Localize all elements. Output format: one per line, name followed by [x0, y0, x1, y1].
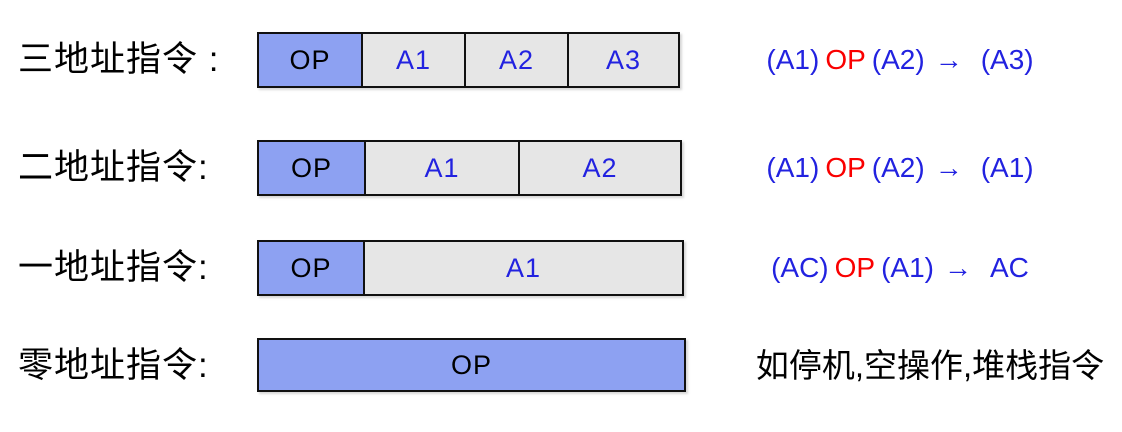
address-field-a1: A1: [364, 140, 520, 196]
address-field-a1: A1: [361, 32, 466, 88]
operation-formula: (A1)OP(A2)→(A1): [700, 140, 1100, 196]
formula-op: OP: [825, 152, 866, 183]
formula-operand-2: (A2): [871, 44, 925, 75]
instruction-row-three-address: 三地址指令 : OP A1 A2 A3 (A1)OP(A2)→(A3): [0, 32, 1122, 88]
op-field: OP: [257, 240, 365, 296]
instruction-format-boxes: OP A1: [257, 240, 684, 296]
formula-op: OP: [825, 44, 866, 75]
formula-result: AC: [990, 252, 1029, 283]
operation-formula: (AC)OP(A1) → AC: [700, 240, 1100, 296]
row-label: 零地址指令:: [18, 346, 209, 385]
instruction-format-boxes: OP: [257, 338, 686, 392]
instruction-format-boxes: OP A1 A2: [257, 140, 682, 196]
address-field-a2: A2: [464, 32, 569, 88]
op-field: OP: [257, 338, 686, 392]
instruction-row-two-address: 二地址指令: OP A1 A2 (A1)OP(A2)→(A1): [0, 140, 1122, 196]
instruction-row-zero-address: 零地址指令: OP 如停机,空操作,堆栈指令: [0, 338, 1122, 392]
right-arrow-icon: →: [934, 44, 963, 75]
formula-result: (A3): [980, 44, 1034, 75]
right-arrow-icon: →: [934, 152, 963, 183]
operation-formula: (A1)OP(A2) → (A3): [700, 32, 1100, 88]
instruction-format-boxes: OP A1 A2 A3: [257, 32, 680, 88]
formula-operand-1: (AC): [771, 252, 829, 283]
formula-result: (A1): [980, 152, 1034, 183]
formula-operand-1: (A1): [766, 152, 820, 183]
formula-operand-2: (A1): [881, 252, 934, 283]
op-field: OP: [257, 32, 363, 88]
right-arrow-icon: →: [944, 252, 972, 283]
address-field-a2: A2: [518, 140, 682, 196]
instruction-row-one-address: 一地址指令: OP A1 (AC)OP(A1)→AC: [0, 240, 1122, 296]
formula-operand-2: (A2): [871, 152, 925, 183]
formula-op: OP: [834, 252, 876, 283]
address-field-a3: A3: [567, 32, 680, 88]
row-label: 二地址指令:: [18, 148, 209, 187]
formula-operand-1: (A1): [766, 44, 820, 75]
zero-address-examples-note: 如停机,空操作,堆栈指令: [755, 347, 1105, 384]
row-label: 一地址指令:: [18, 248, 209, 287]
row-label: 三地址指令 :: [18, 40, 220, 79]
address-field-a1: A1: [363, 240, 684, 296]
op-field: OP: [257, 140, 366, 196]
